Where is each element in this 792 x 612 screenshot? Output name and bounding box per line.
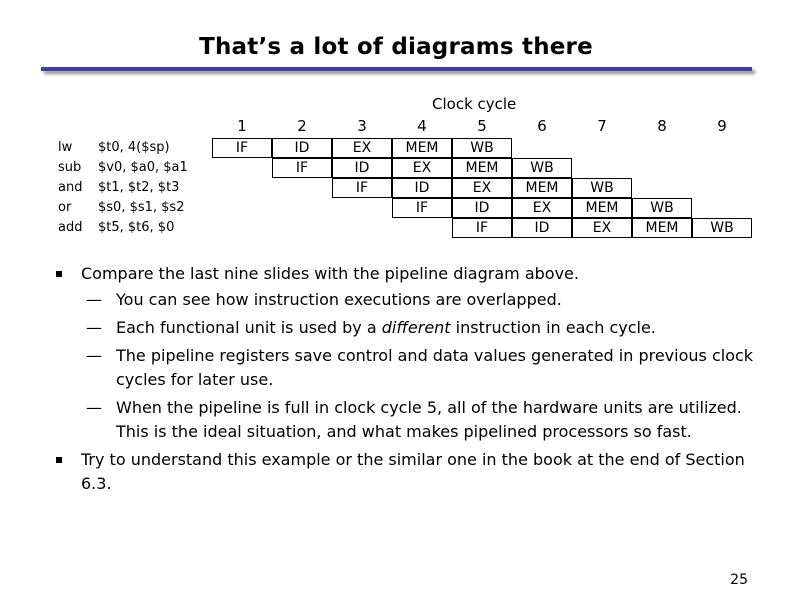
bullet-list: Compare the last nine slides with the pi… [56,262,756,498]
cycle-number-2: 2 [297,117,307,135]
stage-cell-wb: WB [692,218,752,238]
cycle-number-3: 3 [357,117,367,135]
instruction-operands: $s0, $s1, $s2 [98,200,185,215]
sub-bullet-item: — When the pipeline is full in clock cyc… [56,396,756,444]
page-number: 25 [730,572,748,588]
sub-bullet-text: The pipeline registers save control and … [116,346,754,389]
dash-icon: — [86,318,102,337]
instruction-operands: $t5, $t6, $0 [98,220,175,235]
emphasis-text: different [381,318,451,337]
clock-cycle-header: Clock cycle [432,95,517,113]
bullet-item: Compare the last nine slides with the pi… [56,262,756,286]
bullet-text: Compare the last nine slides with the pi… [81,264,579,283]
stage-cell-mem: MEM [632,218,692,238]
stage-cell-id: ID [392,178,452,198]
dash-icon: — [86,290,102,309]
bullet-text: Try to understand this example or the si… [81,450,745,493]
instruction-operands: $t1, $t2, $t3 [98,180,180,195]
stage-cell-ex: EX [572,218,632,238]
sub-bullet-text: When the pipeline is full in clock cycle… [116,398,742,441]
instruction-operands: $v0, $a0, $a1 [98,160,188,175]
stage-cell-mem: MEM [452,158,512,178]
stage-cell-if: IF [392,198,452,218]
stage-cell-if: IF [332,178,392,198]
cycle-number-5: 5 [477,117,487,135]
sub-bullet-item: — You can see how instruction executions… [56,288,756,312]
instruction-label: lw $t0, 4($sp) [58,138,170,158]
sub-bullet-text: Each functional unit is used by a differ… [116,318,656,337]
stage-cell-wb: WB [452,138,512,158]
stage-cell-id: ID [512,218,572,238]
stage-cell-wb: WB [512,158,572,178]
stage-cell-if: IF [272,158,332,178]
sub-bullet-text-pre: Each functional unit is used by a [116,318,382,337]
stage-cell-ex: EX [512,198,572,218]
slide-title: That’s a lot of diagrams there [199,34,593,60]
stage-cell-wb: WB [572,178,632,198]
instruction-label: or $s0, $s1, $s2 [58,198,184,218]
stage-cell-id: ID [272,138,332,158]
dash-icon: — [86,346,102,365]
bullet-item: Try to understand this example or the si… [56,448,756,496]
sub-bullet-text-post: instruction in each cycle. [450,318,656,337]
stage-cell-mem: MEM [512,178,572,198]
stage-cell-ex: EX [332,138,392,158]
instruction-label: sub $v0, $a0, $a1 [58,158,188,178]
instruction-opcode: add [58,220,83,235]
instruction-operands: $t0, 4($sp) [98,140,170,155]
stage-cell-if: IF [452,218,512,238]
cycle-number-9: 9 [717,117,727,135]
cycle-number-8: 8 [657,117,667,135]
cycle-number-6: 6 [537,117,547,135]
stage-cell-id: ID [332,158,392,178]
instruction-opcode: sub [58,160,82,175]
sub-bullet-text: You can see how instruction executions a… [116,290,562,309]
cycle-number-1: 1 [237,117,247,135]
instruction-label: and $t1, $t2, $t3 [58,178,179,198]
stage-cell-ex: EX [452,178,512,198]
cycle-number-4: 4 [417,117,427,135]
cycle-number-7: 7 [597,117,607,135]
stage-cell-mem: MEM [392,138,452,158]
title-underline [41,67,752,71]
instruction-opcode: or [58,200,72,215]
sub-bullet-item: — Each functional unit is used by a diff… [56,316,756,340]
sub-bullet-item: — The pipeline registers save control an… [56,344,756,392]
stage-cell-id: ID [452,198,512,218]
dash-icon: — [86,398,102,417]
stage-cell-wb: WB [632,198,692,218]
stage-cell-mem: MEM [572,198,632,218]
instruction-opcode: lw [58,140,73,155]
square-bullet-icon [56,457,62,463]
stage-cell-ex: EX [392,158,452,178]
instruction-label: add $t5, $t6, $0 [58,218,174,238]
instruction-opcode: and [58,180,83,195]
stage-cell-if: IF [212,138,272,158]
square-bullet-icon [56,271,62,277]
